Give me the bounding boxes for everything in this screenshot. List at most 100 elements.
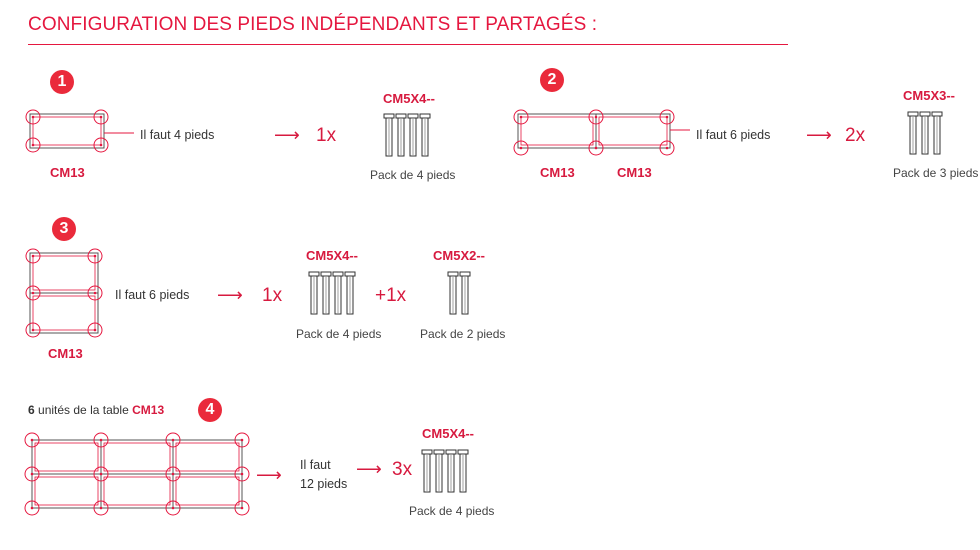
leg-dot (31, 143, 35, 147)
leg-circle (25, 285, 41, 301)
table-top (31, 473, 102, 509)
leg-dot (519, 146, 523, 150)
title-underline (28, 44, 788, 45)
legs-pack-icon (308, 271, 356, 315)
table-label-cm13: CM13 (50, 165, 85, 180)
leg-circle (24, 466, 40, 482)
table-frame (32, 255, 96, 291)
table-diagram-1 (25, 109, 134, 153)
badge-3: 3 (52, 217, 76, 241)
leg-dot (99, 472, 103, 476)
table-label-cm13: CM13 (540, 165, 575, 180)
leg-cap (332, 271, 344, 277)
leg-dot (31, 254, 35, 258)
leg-cap (445, 449, 457, 455)
leg-circle (25, 109, 41, 125)
need-text-line2: 12 pieds (300, 477, 348, 491)
leg-circle (93, 109, 109, 125)
multiplier: 1x (316, 125, 337, 146)
multiplier: +1x (375, 285, 407, 306)
units-text: unités de la table (38, 403, 129, 417)
leg-cap (395, 113, 407, 119)
leg-cap (421, 449, 433, 455)
leg-circle (234, 500, 250, 516)
pack-label: Pack de 4 pieds (296, 327, 382, 341)
leg-circle (165, 466, 181, 482)
leg-circle (93, 466, 109, 482)
leg-dot (93, 291, 97, 295)
table-top (100, 473, 174, 509)
legs-pack-icon (421, 449, 469, 493)
leg-cap (308, 271, 320, 277)
leg-circle (588, 140, 604, 156)
leg-cap (419, 113, 431, 119)
table-label-cm13: CM13 (48, 346, 83, 361)
leg-circle (165, 500, 181, 516)
leg-circle (659, 140, 675, 156)
table-frame (598, 116, 668, 146)
leg-dot (594, 115, 598, 119)
leg-dot (99, 143, 103, 147)
arrow-icon: ⟶ (256, 465, 282, 485)
leg-circle (25, 248, 41, 264)
leg-dot (93, 254, 97, 258)
pack-code: CM5X4-- (422, 426, 475, 441)
table-frame (520, 116, 594, 146)
leg-dot (240, 438, 244, 442)
leg-circle (87, 322, 103, 338)
table-top (172, 473, 243, 509)
leg-dot (99, 506, 103, 510)
table-top (31, 439, 102, 475)
units-caption: 6 unités de la table CM13 (28, 403, 164, 417)
table-diagram-2 (513, 109, 690, 156)
leg-circle (25, 322, 41, 338)
table-top (29, 252, 99, 294)
leg-cap (919, 111, 931, 117)
leg-cap (320, 271, 332, 277)
table-label-cm13: CM13 (617, 165, 652, 180)
badge-1: 1 (50, 70, 74, 94)
legs-pack-icon (447, 271, 471, 315)
leg-cap (344, 271, 356, 277)
pack-label: Pack de 3 pieds (893, 166, 979, 180)
table-frame (175, 442, 240, 472)
leg-dot (240, 506, 244, 510)
leg-dot (30, 438, 34, 442)
leg-dot (93, 328, 97, 332)
leg-dot (665, 115, 669, 119)
leg-cap (459, 271, 471, 277)
leg-cap (383, 113, 395, 119)
leg-dot (594, 146, 598, 150)
badge-4: 4 (198, 398, 222, 422)
leg-circle (588, 109, 604, 125)
pack-code: CM5X2-- (433, 248, 486, 263)
leg-circle (93, 500, 109, 516)
leg-dot (31, 328, 35, 332)
table-top (517, 113, 597, 149)
leg-circle (87, 285, 103, 301)
arrow-icon: ⟶ (217, 285, 243, 305)
leg-dot (31, 115, 35, 119)
table-diagram-3 (25, 248, 103, 338)
table-frame (34, 442, 99, 472)
need-text: Il faut 6 pieds (115, 288, 190, 302)
page-title: CONFIGURATION DES PIEDS INDÉPENDANTS ET … (28, 14, 598, 35)
multiplier: 1x (262, 285, 283, 306)
table-top (29, 292, 99, 334)
need-text: Il faut 4 pieds (140, 128, 215, 142)
leg-circle (659, 109, 675, 125)
legs-pack-icon (907, 111, 943, 155)
arrow-icon: ⟶ (274, 125, 300, 145)
table-frame (175, 476, 240, 506)
pack-code: CM5X4-- (306, 248, 359, 263)
leg-dot (99, 115, 103, 119)
badge-2: 2 (540, 68, 564, 92)
table-top (595, 113, 671, 149)
leg-circle (513, 140, 529, 156)
leg-circle (93, 137, 109, 153)
leg-circle (165, 432, 181, 448)
pack-label: Pack de 2 pieds (420, 327, 506, 341)
arrow-icon: ⟶ (356, 459, 382, 479)
leg-cap (433, 449, 445, 455)
leg-dot (171, 472, 175, 476)
